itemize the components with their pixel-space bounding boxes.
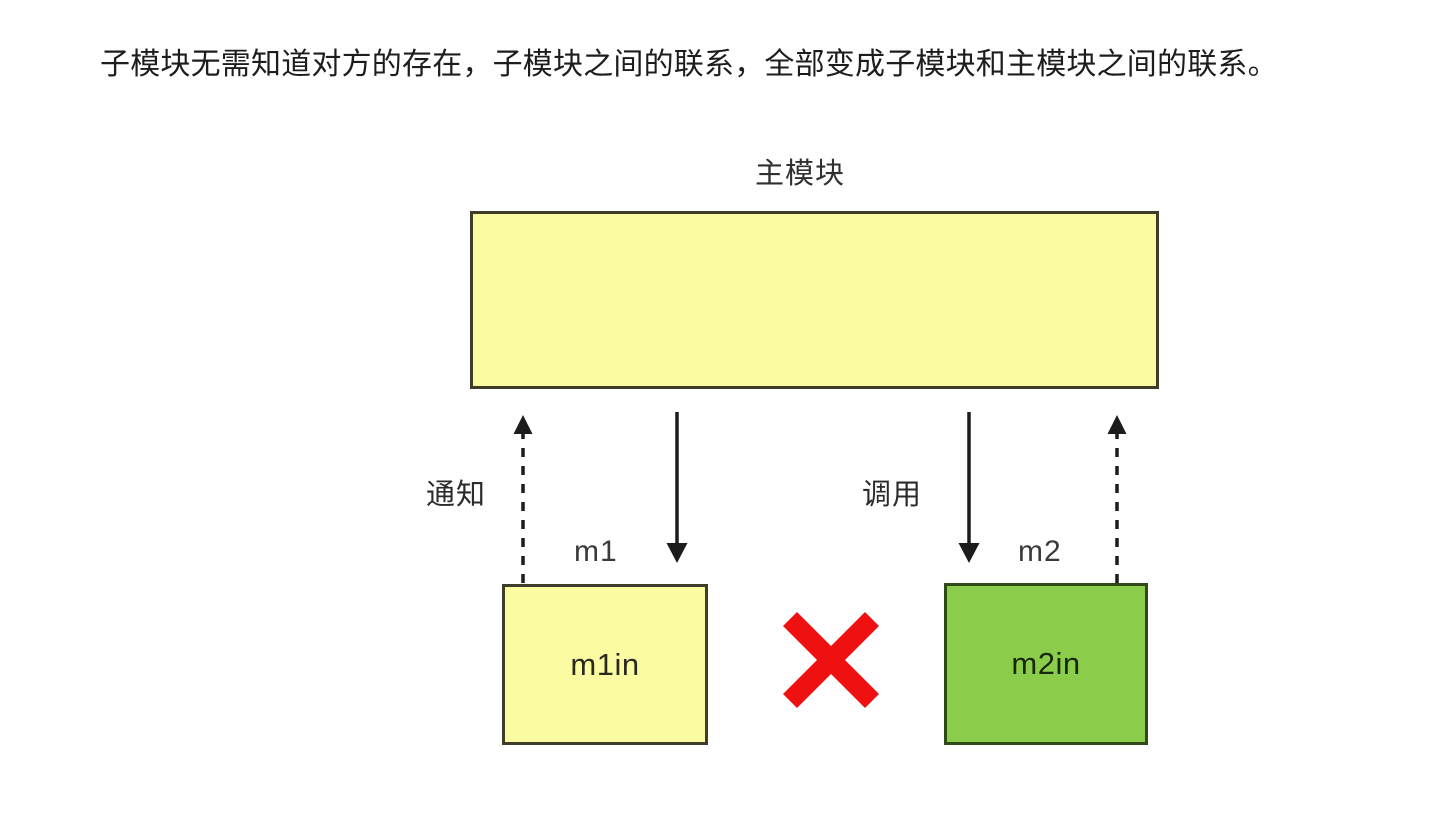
main-module-box[interactable] [470, 211, 1159, 389]
submodule-name-label-m2: m2 [1018, 535, 1062, 568]
arrowhead-down-left [666, 543, 688, 563]
arrowhead-up-right [1107, 415, 1127, 434]
connector-main-to-m1 [666, 412, 688, 563]
connector-m2-to-main [1107, 415, 1127, 583]
connection-label-call: 调用 [862, 479, 923, 511]
connector-call-main-to-m2 [958, 412, 980, 563]
main-module-title-label: 主模块 [755, 158, 846, 190]
slide-caption: 子模块无需知道对方的存在，子模块之间的联系，全部变成子模块和主模块之间的联系。 [100, 48, 1278, 81]
connection-label-notify: 通知 [426, 479, 487, 511]
connector-notify-m1-to-main [513, 415, 533, 583]
cross-shape [783, 612, 879, 708]
submodule-box-label-m2in: m2in [1011, 646, 1081, 681]
submodule-box-label-m1in: m1in [570, 646, 640, 682]
arrowhead-up-left [513, 415, 533, 434]
submodule-name-label-m1: m1 [574, 535, 618, 568]
blocked-link-cross-icon [783, 612, 879, 708]
arrowhead-down-right [958, 543, 980, 563]
submodule-box-m2in[interactable]: m2in [944, 583, 1148, 745]
submodule-box-m1in[interactable]: m1in [502, 584, 708, 745]
